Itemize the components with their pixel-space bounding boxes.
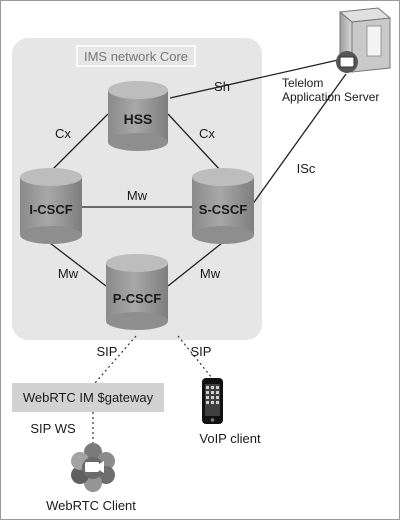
link-cx-right: [167, 113, 223, 173]
scscf-node: S-CSCF: [192, 168, 254, 244]
label-cx-right: Cx: [199, 126, 215, 141]
label-mw-right: Mw: [200, 266, 221, 281]
label-mw-top: Mw: [127, 188, 148, 203]
link-sip-right: [177, 335, 213, 379]
server-icon: [336, 7, 392, 73]
phone-icon: [202, 378, 223, 424]
gateway-label: WebRTC IM $gateway: [23, 390, 154, 405]
sip-links: [92, 335, 213, 452]
link-sh: [169, 59, 339, 99]
icscf-node: I-CSCF: [20, 168, 82, 244]
app-server-line2: Application Server: [282, 90, 379, 104]
label-sip-ws: SIP WS: [30, 421, 76, 436]
ims-core-region: [12, 38, 262, 340]
core-title-box: [76, 45, 196, 67]
label-isc: ISc: [297, 161, 316, 176]
core-title: IMS network Core: [84, 49, 188, 64]
gateway-box: [12, 383, 164, 412]
pcscf-label: P-CSCF: [113, 291, 161, 306]
link-mw-left: [49, 242, 107, 287]
voip-label: VoIP client: [199, 431, 261, 446]
icscf-label: I-CSCF: [29, 202, 72, 217]
connections: [49, 59, 347, 287]
label-mw-left: Mw: [58, 266, 79, 281]
label-sip-right: SIP: [191, 344, 212, 359]
webrtc-icon: [71, 443, 115, 492]
label-cx-left: Cx: [55, 126, 71, 141]
hss-node: HSS: [108, 81, 168, 151]
link-cx-left: [49, 113, 109, 173]
hss-label: HSS: [124, 111, 153, 127]
label-sh: Sh: [214, 79, 230, 94]
label-sip-left: SIP: [97, 344, 118, 359]
pcscf-node: P-CSCF: [106, 254, 168, 330]
link-isc: [251, 73, 347, 206]
link-sip-left: [94, 335, 137, 384]
link-mw-right: [167, 242, 223, 287]
scscf-label: S-CSCF: [199, 202, 247, 217]
webrtc-client-label: WebRTC Client: [46, 498, 136, 513]
app-server-line1: Telelom: [282, 76, 323, 90]
